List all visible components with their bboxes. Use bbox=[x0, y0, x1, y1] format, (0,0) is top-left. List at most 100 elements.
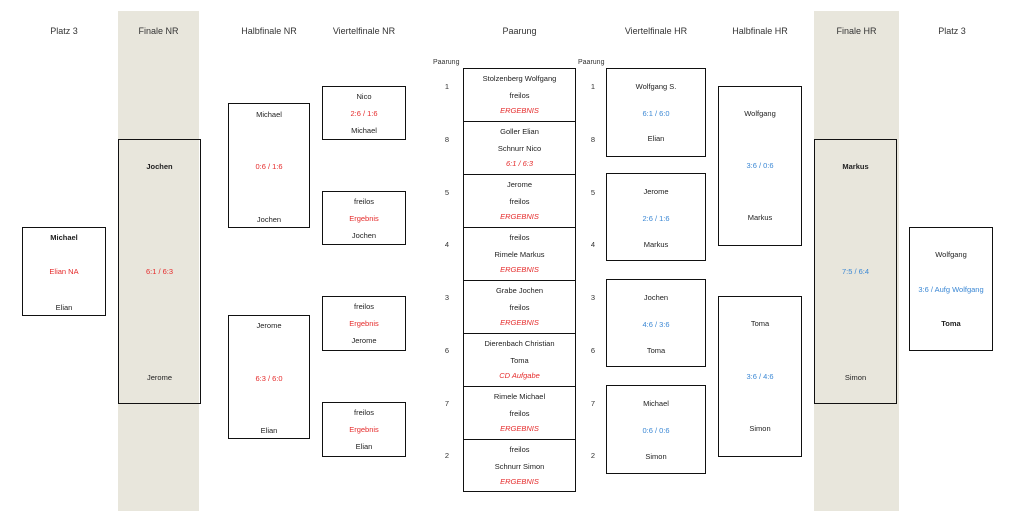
paarung-box-5: Grabe Jochen freilos ERGEBNIS bbox=[463, 280, 576, 334]
player-name: Elian bbox=[55, 303, 73, 312]
match-result: Elian NA bbox=[49, 267, 79, 276]
player-name: Jerome bbox=[146, 373, 172, 382]
player-name: Simon bbox=[844, 373, 867, 382]
viertelfinale-nr-box-1: Nico 2:6 / 1:6 Michael bbox=[322, 86, 406, 140]
paarung-box-8: freilos Schnurr Simon ERGEBNIS bbox=[463, 439, 576, 492]
player-name: Elian bbox=[260, 426, 278, 435]
platz3-hr-box: Wolfgang 3:6 / Aufg Wolfgang Toma bbox=[909, 227, 993, 351]
header-platz3-left: Platz 3 bbox=[50, 26, 78, 36]
match-result: 0:6 / 1:6 bbox=[255, 162, 283, 171]
match-result: ERGEBNIS bbox=[500, 424, 539, 433]
player-name: Schnurr Nico bbox=[497, 144, 542, 153]
halbfinale-hr-box-1: Wolfgang 3:6 / 0:6 Markus bbox=[718, 86, 802, 246]
paarung-label-right: Paarung bbox=[578, 59, 605, 66]
match-result: 4:6 / 3:6 bbox=[642, 320, 670, 329]
match-result: 0:6 / 0:6 bbox=[642, 426, 670, 435]
match-result: 7:5 / 6:4 bbox=[841, 267, 870, 276]
player-name: Dierenbach Christian bbox=[484, 339, 555, 348]
paarung-label-left: Paarung bbox=[433, 59, 460, 66]
header-viertelfinale-nr: Viertelfinale NR bbox=[332, 26, 396, 36]
player-name: Nico bbox=[356, 92, 372, 101]
player-name: Schnurr Simon bbox=[494, 462, 545, 471]
player-name: Wolfgang bbox=[935, 250, 967, 259]
player-name: Toma bbox=[510, 356, 529, 365]
match-result: ERGEBNIS bbox=[500, 106, 539, 115]
seed-number-right: 5 bbox=[590, 188, 596, 197]
player-name: freilos bbox=[509, 303, 530, 312]
player-name: Jochen bbox=[146, 162, 173, 171]
player-name: Wolfgang S. bbox=[635, 82, 677, 91]
viertelfinale-nr-box-4: freilos Ergebnis Elian bbox=[322, 402, 406, 457]
viertelfinale-hr-box-2: Jerome 2:6 / 1:6 Markus bbox=[606, 173, 706, 261]
match-result: 6:3 / 6:0 bbox=[255, 374, 283, 383]
match-result: 6:1 / 6:3 bbox=[505, 159, 534, 168]
match-result: Ergebnis bbox=[349, 425, 379, 434]
player-name: freilos bbox=[509, 233, 530, 242]
player-name: freilos bbox=[509, 445, 530, 454]
player-name: freilos bbox=[509, 91, 530, 100]
seed-number-left: 3 bbox=[444, 293, 450, 302]
player-name: freilos bbox=[353, 302, 374, 311]
paarung-box-1: Stolzenberg Wolfgang freilos ERGEBNIS bbox=[463, 68, 576, 122]
player-name: freilos bbox=[509, 197, 530, 206]
player-name: Markus bbox=[747, 213, 773, 222]
player-name: Jerome bbox=[643, 187, 669, 196]
match-result: 6:1 / 6:0 bbox=[642, 109, 670, 118]
player-name: Jerome bbox=[506, 180, 532, 189]
player-name: Grabe Jochen bbox=[495, 286, 544, 295]
player-name: Jochen bbox=[351, 231, 377, 240]
match-result: 2:6 / 1:6 bbox=[350, 109, 378, 118]
player-name: Elian bbox=[355, 442, 373, 451]
match-result: CD Aufgabe bbox=[499, 371, 540, 380]
player-name: Toma bbox=[646, 346, 666, 355]
finale-hr-band bbox=[814, 11, 899, 511]
viertelfinale-hr-box-3: Jochen 4:6 / 3:6 Toma bbox=[606, 279, 706, 367]
player-name: Toma bbox=[750, 319, 770, 328]
match-result: ERGEBNIS bbox=[500, 477, 539, 486]
match-result: 6:1 / 6:3 bbox=[145, 267, 174, 276]
player-name: Rimele Markus bbox=[494, 250, 545, 259]
paarung-box-3: Jerome freilos ERGEBNIS bbox=[463, 174, 576, 228]
paarung-column: Stolzenberg Wolfgang freilos ERGEBNIS Go… bbox=[463, 68, 576, 492]
player-name: Jerome bbox=[351, 336, 377, 345]
match-result: 3:6 / 4:6 bbox=[746, 372, 774, 381]
seed-number-right: 2 bbox=[590, 451, 596, 460]
finale-nr-box: Jochen 6:1 / 6:3 Jerome bbox=[118, 139, 201, 404]
paarung-box-7: Rimele Michael freilos ERGEBNIS bbox=[463, 386, 576, 440]
platz3-nr-box: Michael Elian NA Elian bbox=[22, 227, 106, 316]
player-name: Rimele Michael bbox=[493, 392, 546, 401]
player-name: Simon bbox=[749, 424, 771, 433]
match-result: ERGEBNIS bbox=[500, 212, 539, 221]
match-result: Ergebnis bbox=[349, 319, 379, 328]
halbfinale-nr-box-2: Jerome 6:3 / 6:0 Elian bbox=[228, 315, 310, 439]
seed-number-right: 1 bbox=[590, 82, 596, 91]
match-result: 3:6 / 0:6 bbox=[746, 161, 774, 170]
player-name: freilos bbox=[353, 197, 374, 206]
seed-number-right: 8 bbox=[590, 135, 596, 144]
paarung-box-2: Goller Elian Schnurr Nico 6:1 / 6:3 bbox=[463, 121, 576, 175]
halbfinale-nr-box-1: Michael 0:6 / 1:6 Jochen bbox=[228, 103, 310, 228]
player-name: Michael bbox=[643, 399, 669, 408]
seed-number-left: 6 bbox=[444, 346, 450, 355]
finale-hr-box: Markus 7:5 / 6:4 Simon bbox=[814, 139, 897, 404]
header-finale-hr: Finale HR bbox=[836, 26, 877, 36]
header-halbfinale-nr: Halbfinale NR bbox=[241, 26, 297, 36]
match-result: Ergebnis bbox=[349, 214, 379, 223]
player-name: Goller Elian bbox=[500, 127, 539, 136]
header-paarung: Paarung bbox=[502, 26, 537, 36]
viertelfinale-nr-box-3: freilos Ergebnis Jerome bbox=[322, 296, 406, 351]
seed-number-left: 1 bbox=[444, 82, 450, 91]
halbfinale-hr-box-2: Toma 3:6 / 4:6 Simon bbox=[718, 296, 802, 457]
seed-number-left: 5 bbox=[444, 188, 450, 197]
player-name: Michael bbox=[351, 126, 377, 135]
viertelfinale-hr-box-1: Wolfgang S. 6:1 / 6:0 Elian bbox=[606, 68, 706, 157]
seed-number-right: 6 bbox=[590, 346, 596, 355]
seed-number-left: 8 bbox=[444, 135, 450, 144]
seed-number-right: 4 bbox=[590, 240, 596, 249]
header-halbfinale-hr: Halbfinale HR bbox=[732, 26, 788, 36]
viertelfinale-hr-box-4: Michael 0:6 / 0:6 Simon bbox=[606, 385, 706, 474]
player-name: Wolfgang bbox=[744, 109, 776, 118]
seed-number-right: 7 bbox=[590, 399, 596, 408]
paarung-box-6: Dierenbach Christian Toma CD Aufgabe bbox=[463, 333, 576, 387]
match-result: 3:6 / Aufg Wolfgang bbox=[918, 285, 984, 294]
